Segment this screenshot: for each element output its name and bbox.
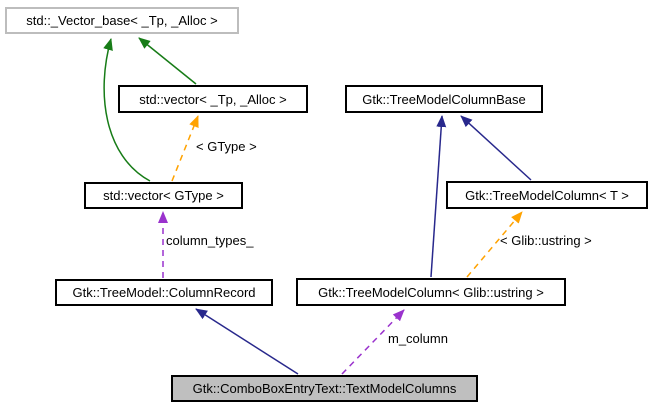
edge-vector-tpalloc-to-vector-base <box>138 37 197 85</box>
node-std-vector-gtype[interactable]: std::vector< GType > <box>84 182 243 209</box>
edge-template-glib-ustring <box>466 211 523 278</box>
edge-textmodelcolumns-to-columnrecord <box>195 308 299 375</box>
node-gtk-treemodelcolumn-ustring[interactable]: Gtk::TreeModelColumn< Glib::ustring > <box>296 278 566 306</box>
node-std-vector-tp-alloc[interactable]: std::vector< _Tp, _Alloc > <box>118 85 308 113</box>
edge-label-m-column: m_column <box>388 331 448 346</box>
edge-label-glib-ustring: < Glib::ustring > <box>500 233 592 248</box>
node-gtk-treemodelcolumnbase[interactable]: Gtk::TreeModelColumnBase <box>345 85 543 113</box>
edge-template-gtype <box>171 115 199 182</box>
edge-vector-gtype-to-vector-base <box>103 38 151 182</box>
edge-label-column-types: column_types_ <box>166 233 254 248</box>
node-std-vector-base[interactable]: std::_Vector_base< _Tp, _Alloc > <box>5 7 239 34</box>
edge-ustring-to-columnbase <box>430 115 447 278</box>
node-gtk-treemodel-columnrecord[interactable]: Gtk::TreeModel::ColumnRecord <box>55 279 273 306</box>
edge-usage-m-column <box>341 309 405 375</box>
node-gtk-treemodelcolumn-t[interactable]: Gtk::TreeModelColumn< T > <box>446 181 648 209</box>
edge-label-gtype: < GType > <box>196 139 257 154</box>
node-gtk-comboboxentrytext-textmodelcolumns: Gtk::ComboBoxEntryText::TextModelColumns <box>171 375 478 402</box>
edge-column-t-to-columnbase <box>460 115 532 181</box>
